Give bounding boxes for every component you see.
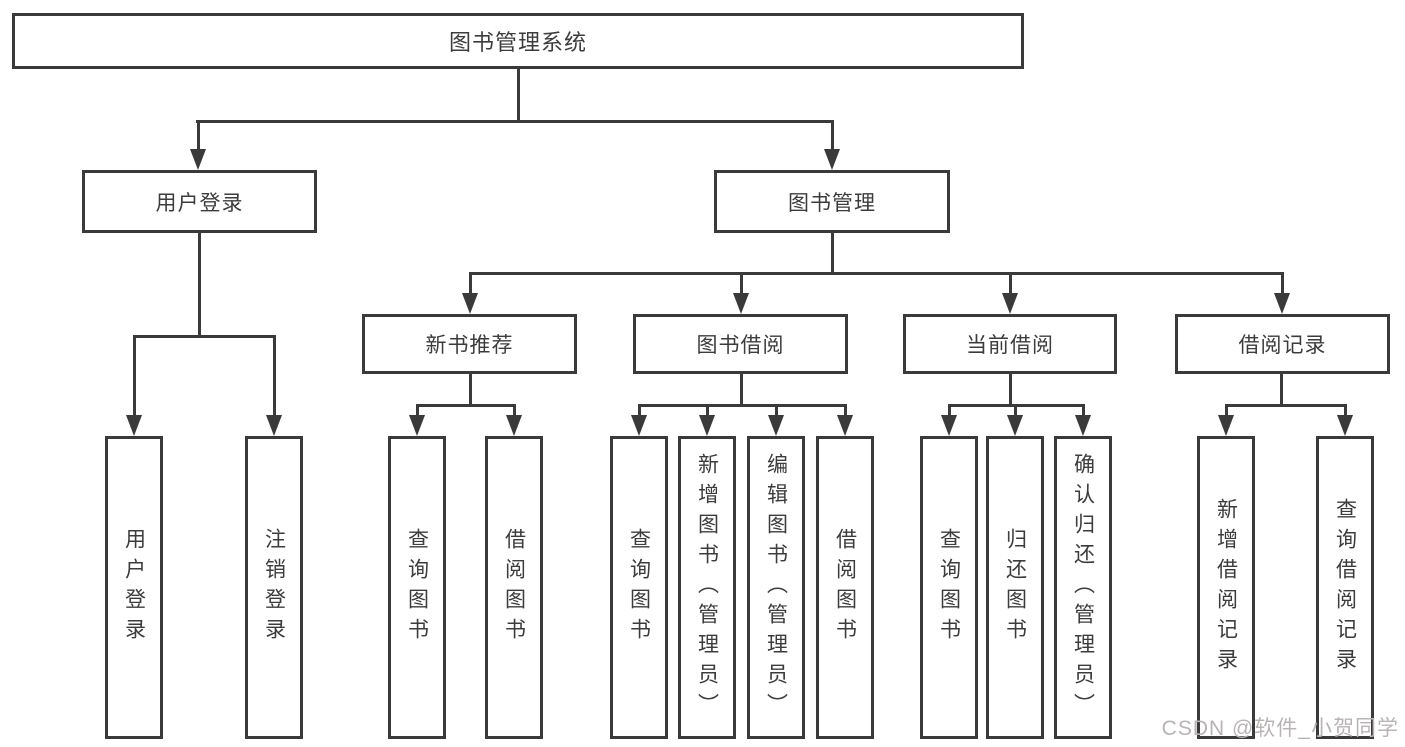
leaf-query-borrow-record-label: 查询借阅记录 — [1333, 497, 1357, 678]
node-book-management: 图书管理 — [714, 170, 950, 233]
leaf-query-borrow-record: 查询借阅记录 — [1316, 436, 1374, 739]
arrowhead-leaf-borrow-books-2 — [837, 415, 853, 436]
arrowhead-leaf-query-books-3 — [941, 415, 957, 436]
connector-to-current-borrow — [1008, 272, 1012, 296]
leaf-add-books-admin-label: 新增图书（管理员） — [695, 452, 719, 723]
leaf-add-borrow-record-label: 新增借阅记录 — [1214, 497, 1238, 678]
connector-to-user-login — [196, 120, 200, 151]
arrowhead-leaf-logout — [266, 415, 282, 436]
leaf-confirm-return-admin-label: 确认归还（管理员） — [1071, 452, 1095, 723]
node-current-borrowing: 当前借阅 — [903, 314, 1117, 374]
leaf-edit-books-admin: 编辑图书（管理员） — [747, 436, 805, 739]
connector-to-leaf-edit-books — [774, 404, 778, 417]
node-library-system-label: 图书管理系统 — [448, 30, 587, 55]
connector-to-leaf-add-record — [1224, 404, 1228, 417]
arrowhead-leaf-add-books — [699, 415, 715, 436]
arrowhead-leaf-query-record — [1337, 415, 1353, 436]
arrowhead-borrow-records — [1274, 293, 1290, 314]
leaf-query-books-2: 查询图书 — [610, 436, 668, 739]
connector-user-login-stem — [197, 233, 201, 336]
node-borrowing-records-label: 借阅记录 — [1238, 334, 1327, 357]
arrowhead-user-login — [190, 149, 206, 170]
node-book-management-label: 图书管理 — [788, 191, 876, 215]
arrowhead-new-book — [462, 293, 478, 314]
arrowhead-book-borrow — [733, 293, 749, 314]
connector-to-leaf-borrow-books-1 — [512, 404, 516, 417]
node-new-book-recommend: 新书推荐 — [362, 314, 577, 374]
leaf-logout: 注销登录 — [245, 436, 303, 739]
leaf-query-books-2-label: 查询图书 — [627, 527, 651, 648]
connector-to-leaf-query-books-3 — [947, 404, 951, 417]
connector-new-book-branch — [415, 404, 516, 407]
leaf-query-books-3-label: 查询图书 — [937, 527, 961, 648]
leaf-query-books-1: 查询图书 — [388, 436, 446, 739]
arrowhead-leaf-return-books — [1007, 415, 1023, 436]
arrowhead-leaf-borrow-books-1 — [506, 415, 522, 436]
connector-to-leaf-borrow-books-2 — [843, 404, 847, 417]
connector-to-leaf-return-books — [1013, 404, 1017, 417]
connector-to-leaf-confirm-return — [1081, 404, 1085, 417]
connector-to-book-borrow — [739, 272, 743, 296]
node-book-borrowing-label: 图书借阅 — [696, 334, 785, 357]
connector-book-management-stem — [830, 233, 834, 273]
connector-borrow-records-branch — [1224, 404, 1347, 407]
arrowhead-current-borrow — [1002, 293, 1018, 314]
arrowhead-leaf-confirm-return — [1075, 415, 1091, 436]
connector-user-login-branch — [132, 335, 276, 338]
connector-to-leaf-user-login — [132, 335, 136, 417]
arrowhead-leaf-query-books-2 — [631, 415, 647, 436]
leaf-query-books-1-label: 查询图书 — [405, 527, 429, 648]
connector-to-leaf-query-books-1 — [415, 404, 419, 417]
connector-to-leaf-logout — [272, 335, 276, 417]
leaf-confirm-return-admin: 确认归还（管理员） — [1054, 436, 1112, 739]
leaf-logout-label: 注销登录 — [262, 527, 286, 648]
leaf-return-books-label: 归还图书 — [1003, 527, 1027, 648]
connector-to-leaf-query-books-2 — [637, 404, 641, 417]
connector-to-leaf-query-record — [1343, 404, 1347, 417]
leaf-borrow-books-1-label: 借阅图书 — [502, 527, 526, 648]
arrowhead-book-management — [824, 149, 840, 170]
leaf-borrow-books-2: 借阅图书 — [816, 436, 874, 739]
connector-to-book-management — [830, 120, 834, 151]
leaf-return-books: 归还图书 — [986, 436, 1044, 739]
arrowhead-leaf-user-login — [126, 415, 142, 436]
node-book-borrowing: 图书借阅 — [633, 314, 848, 374]
node-user-login-label: 用户登录 — [155, 191, 244, 215]
node-current-borrowing-label: 当前借阅 — [966, 334, 1054, 357]
connector-borrow-records-stem — [1279, 374, 1283, 405]
arrowhead-leaf-edit-books — [768, 415, 784, 436]
leaf-query-books-3: 查询图书 — [920, 436, 978, 739]
connector-current-borrow-stem — [1008, 374, 1012, 405]
connector-to-borrow-records — [1280, 272, 1284, 296]
watermark: CSDN @软件_小贺同学 — [1161, 717, 1399, 740]
node-library-system: 图书管理系统 — [12, 13, 1024, 69]
connector-root-stem — [516, 69, 520, 121]
node-borrowing-records: 借阅记录 — [1175, 314, 1390, 374]
connector-book-borrow-branch — [637, 404, 847, 407]
connector-to-leaf-add-books — [705, 404, 709, 417]
leaf-user-login-label: 用户登录 — [122, 527, 146, 648]
leaf-borrow-books-2-label: 借阅图书 — [833, 527, 857, 648]
arrowhead-leaf-query-books-1 — [409, 415, 425, 436]
leaf-add-books-admin: 新增图书（管理员） — [678, 436, 736, 739]
leaf-user-login: 用户登录 — [105, 436, 163, 739]
node-new-book-recommend-label: 新书推荐 — [425, 334, 514, 357]
leaf-edit-books-admin-label: 编辑图书（管理员） — [764, 452, 788, 723]
connector-book-management-branch — [468, 272, 1284, 275]
connector-root-branch — [196, 120, 834, 123]
leaf-add-borrow-record: 新增借阅记录 — [1197, 436, 1255, 739]
connector-book-borrow-stem — [739, 374, 743, 405]
leaf-borrow-books-1: 借阅图书 — [485, 436, 543, 739]
node-user-login: 用户登录 — [82, 170, 317, 233]
connector-new-book-stem — [468, 374, 472, 405]
arrowhead-leaf-add-record — [1218, 415, 1234, 436]
connector-to-new-book — [468, 272, 472, 296]
